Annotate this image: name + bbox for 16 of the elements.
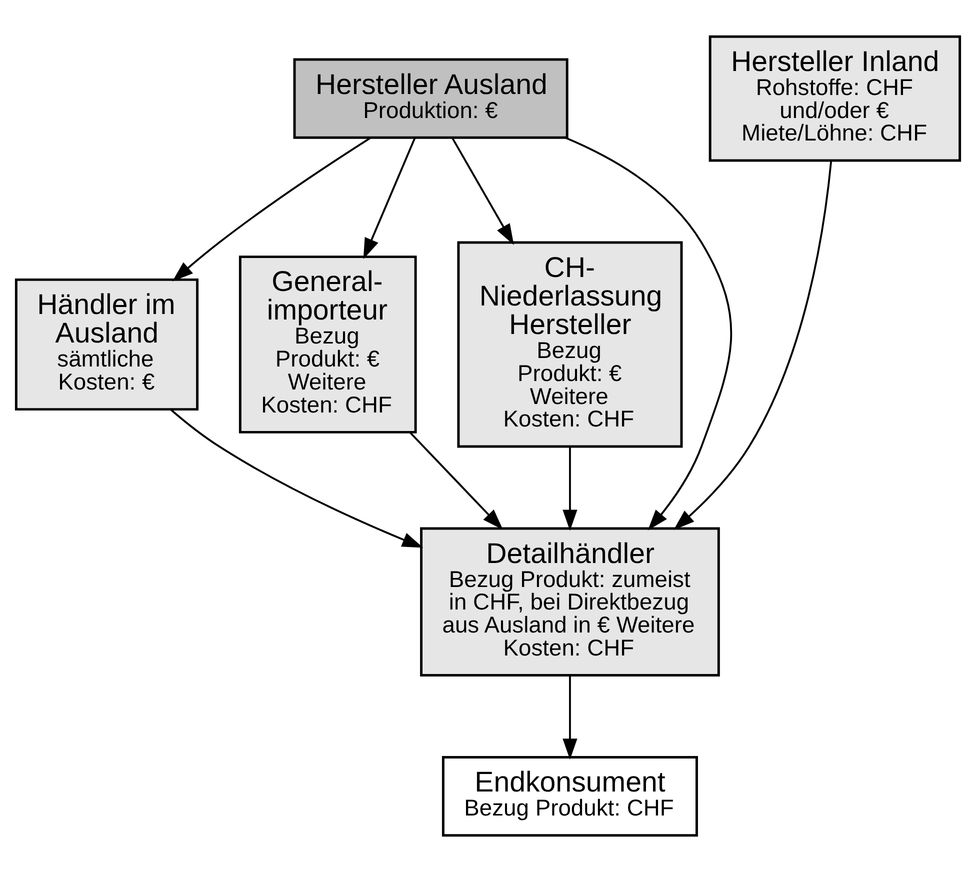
arrow: [172, 137, 371, 282]
node-box: Detailhändler Bezug Produkt: zumeist in CHF, bei Direktbezug aus Ausland in € Weitere Kosten: CHF: [420, 527, 720, 676]
node-box: Hersteller Inland Rohstoffe: CHF und/oder € Miete/Löhne: CHF: [708, 35, 962, 162]
node-box: Händler im Ausland sämtliche Kosten: €: [14, 278, 199, 411]
arrow: [562, 446, 578, 531]
arrow: [170, 408, 424, 548]
node-box: CH- Niederlassung Hersteller Bezug Produkt: € Weitere Kosten: CHF: [457, 241, 683, 448]
node-box: Endkonsument Bezug Produkt: CHF: [442, 756, 698, 837]
node-box: Hersteller Ausland Produktion: €: [293, 58, 568, 139]
arrow: [674, 160, 832, 530]
arrow: [451, 137, 514, 245]
arrow: [409, 432, 503, 530]
node-box: General- importeur Bezug Produkt: € Weitere Kosten: CHF: [238, 256, 417, 434]
arrow: [562, 675, 578, 760]
arrow: [363, 137, 416, 260]
arrow: [565, 137, 732, 530]
